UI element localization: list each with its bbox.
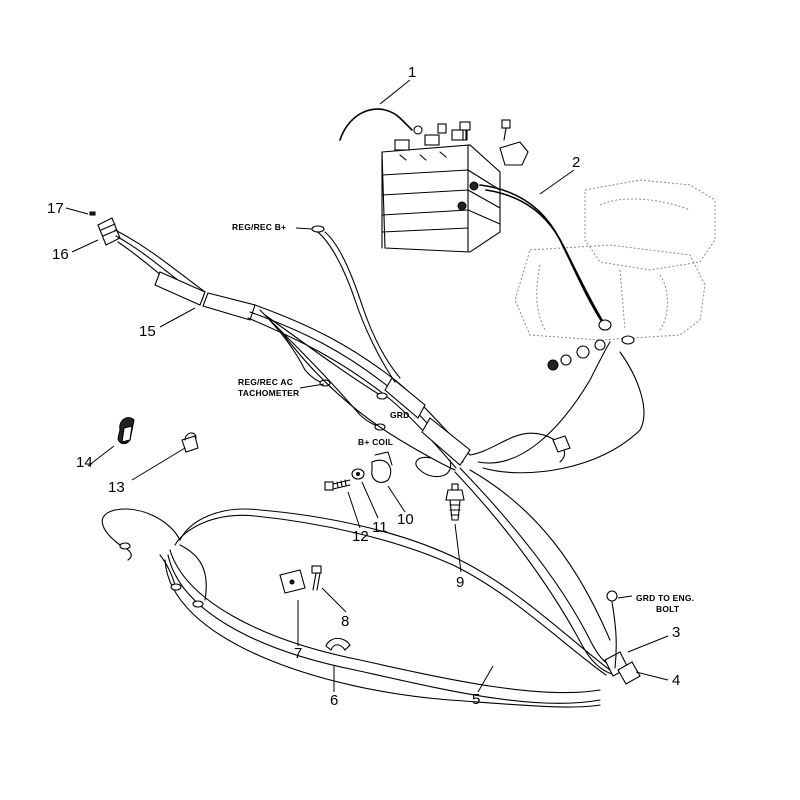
starter-motor-ghost — [514, 179, 716, 341]
callout-13: 13 — [108, 479, 125, 496]
callout-1: 1 — [408, 64, 416, 81]
label-reg-rec-b-plus: REG/REC B+ — [232, 222, 286, 232]
wire-labels: REG/REC B+ REG/REC AC TACHOMETER GRD B+ … — [232, 222, 694, 614]
callout-6: 6 — [330, 692, 338, 709]
washer — [351, 468, 365, 480]
harness-to-starter — [469, 432, 566, 463]
battery-hardware — [413, 119, 529, 166]
callout-14: 14 — [76, 454, 93, 471]
oil-pressure-sensor — [445, 483, 465, 521]
callout-11: 11 — [372, 519, 388, 536]
callout-15: 15 — [139, 323, 156, 340]
callout-10: 10 — [397, 511, 414, 528]
label-grd: GRD — [390, 410, 410, 420]
wire-clip — [181, 432, 199, 453]
b-plus-coil-lead — [269, 319, 379, 427]
callout-16: 16 — [52, 246, 69, 263]
callout-17: 17 — [47, 200, 64, 217]
battery — [381, 129, 501, 253]
callout-numbers: 1 2 3 4 5 6 7 8 9 10 11 12 13 14 15 16 1… — [47, 64, 680, 709]
splice-sleeves — [604, 590, 641, 685]
harness-connector — [89, 211, 121, 246]
long-harness — [454, 467, 616, 675]
bracket-bolt — [311, 565, 322, 591]
callout-9: 9 — [456, 574, 464, 591]
label-b-plus-coil: B+ COIL — [358, 437, 393, 447]
nut-washer-set — [547, 335, 635, 371]
callout-5: 5 — [472, 691, 480, 708]
hose-clip — [117, 417, 135, 445]
grd-lead — [264, 314, 381, 396]
reg-rec-ac-lead — [259, 309, 325, 384]
label-tachometer: TACHOMETER — [238, 388, 299, 398]
label-reg-rec-ac: REG/REC AC — [238, 377, 293, 387]
battery-negative-cable — [339, 108, 413, 141]
callout-3: 3 — [672, 624, 680, 641]
callout-12: 12 — [352, 528, 369, 545]
harness-clamp — [371, 451, 393, 483]
battery-positive-cable — [479, 184, 612, 331]
callout-8: 8 — [341, 613, 349, 630]
callout-2: 2 — [572, 154, 580, 171]
callout-4: 4 — [672, 672, 680, 689]
mounting-bracket — [279, 569, 306, 594]
label-grd-to-eng: GRD TO ENG. — [636, 593, 694, 603]
lower-harness — [101, 508, 611, 708]
screw — [324, 479, 351, 491]
callout-7: 7 — [294, 645, 302, 662]
reg-rec-b-plus-terminal — [311, 225, 325, 233]
callout-leaders — [65, 79, 669, 693]
spring-clip — [325, 637, 351, 651]
main-harness — [114, 229, 471, 469]
label-grd-to-eng-bolt: BOLT — [656, 604, 680, 614]
reg-rec-b-plus-lead — [314, 229, 396, 383]
